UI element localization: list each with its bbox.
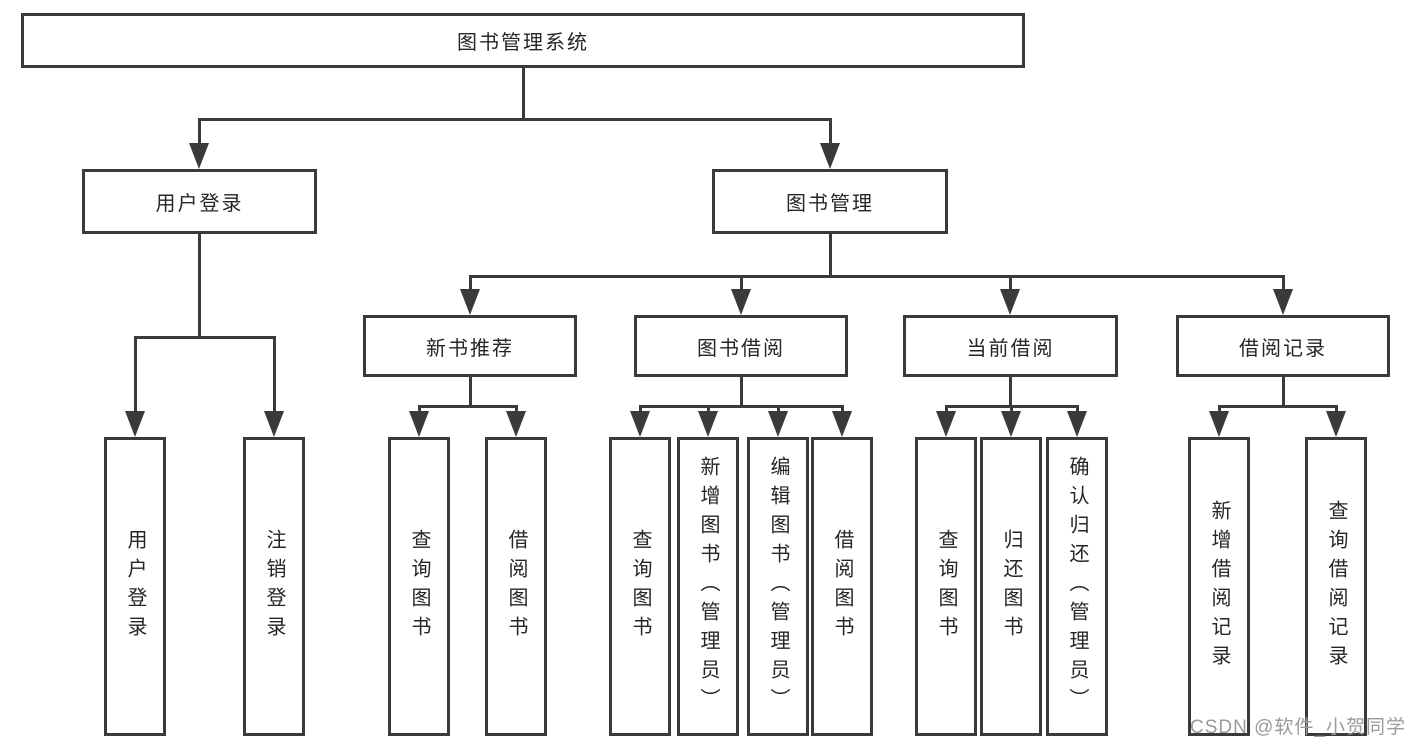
connector-bar xyxy=(638,405,844,408)
node-book-borrow: 图书借阅 xyxy=(634,315,848,377)
arrowhead-down-icon xyxy=(768,411,788,437)
csdn-watermark: CSDN @软件_小贺同学 xyxy=(1190,717,1405,738)
arrowhead-down-icon xyxy=(460,289,480,315)
arrowhead-down-icon xyxy=(506,411,526,437)
node-new-book-recommend: 新书推荐 xyxy=(363,315,577,377)
arrowhead-down-icon xyxy=(630,411,650,437)
connector-stem xyxy=(1281,377,1285,405)
connector-drop xyxy=(1217,405,1221,411)
connector-drop xyxy=(133,336,137,411)
node-current-borrow: 当前借阅 xyxy=(903,315,1118,377)
connector-drop xyxy=(1008,275,1012,289)
arrowhead-down-icon xyxy=(264,411,284,437)
connector-drop xyxy=(1334,405,1338,411)
connector-bar xyxy=(197,118,832,121)
node-borrow-record: 借阅记录 xyxy=(1176,315,1390,377)
leaf-borrow-query-book: 查询图书 xyxy=(609,437,671,736)
arrowhead-down-icon xyxy=(125,411,145,437)
connector-drop xyxy=(272,336,276,411)
node-root: 图书管理系统 xyxy=(21,13,1025,68)
connector-drop xyxy=(197,118,201,143)
connector-drop xyxy=(638,405,642,411)
connector-stem xyxy=(739,377,743,405)
connector-stem xyxy=(1008,377,1012,405)
connector-drop xyxy=(828,118,832,143)
connector-drop xyxy=(514,405,518,411)
connector-stem xyxy=(828,234,832,275)
leaf-borrow-edit-book-admin: 编辑图书（管理员） xyxy=(747,437,809,736)
leaf-current-return-book: 归还图书 xyxy=(980,437,1042,736)
arrowhead-down-icon xyxy=(1000,289,1020,315)
connector-drop xyxy=(417,405,421,411)
arrowhead-down-icon xyxy=(1209,411,1229,437)
leaf-logout: 注销登录 xyxy=(243,437,305,736)
arrowhead-down-icon xyxy=(820,143,840,169)
connector-bar xyxy=(417,405,518,408)
connector-drop xyxy=(776,405,780,411)
leaf-current-query-book: 查询图书 xyxy=(915,437,977,736)
arrowhead-down-icon xyxy=(936,411,956,437)
connector-drop xyxy=(944,405,948,411)
connector-drop xyxy=(706,405,710,411)
connector-stem xyxy=(468,377,472,405)
connector-drop xyxy=(840,405,844,411)
leaf-record-add-record: 新增借阅记录 xyxy=(1188,437,1250,736)
leaf-newbook-borrow-book: 借阅图书 xyxy=(485,437,547,736)
arrowhead-down-icon xyxy=(409,411,429,437)
arrowhead-down-icon xyxy=(698,411,718,437)
leaf-borrow-add-book-admin: 新增图书（管理员） xyxy=(677,437,739,736)
arrowhead-down-icon xyxy=(1001,411,1021,437)
connector-drop xyxy=(739,275,743,289)
leaf-newbook-query-book: 查询图书 xyxy=(388,437,450,736)
connector-drop xyxy=(1281,275,1285,289)
leaf-record-query-record: 查询借阅记录 xyxy=(1305,437,1367,736)
connector-drop xyxy=(1009,405,1013,411)
leaf-current-confirm-return-admin: 确认归还（管理员） xyxy=(1046,437,1108,736)
connector-bar xyxy=(468,275,1285,278)
arrowhead-down-icon xyxy=(1273,289,1293,315)
node-book-management: 图书管理 xyxy=(712,169,948,234)
connector-bar xyxy=(1217,405,1338,408)
node-user-login: 用户登录 xyxy=(82,169,317,234)
leaf-user-login: 用户登录 xyxy=(104,437,166,736)
arrowhead-down-icon xyxy=(731,289,751,315)
connector-bar xyxy=(133,336,276,339)
arrowhead-down-icon xyxy=(832,411,852,437)
arrowhead-down-icon xyxy=(1067,411,1087,437)
connector-drop xyxy=(468,275,472,289)
connector-stem xyxy=(521,68,525,118)
arrowhead-down-icon xyxy=(1326,411,1346,437)
connector-stem xyxy=(197,234,201,336)
arrowhead-down-icon xyxy=(189,143,209,169)
connector-drop xyxy=(1075,405,1079,411)
leaf-borrow-borrow-book: 借阅图书 xyxy=(811,437,873,736)
